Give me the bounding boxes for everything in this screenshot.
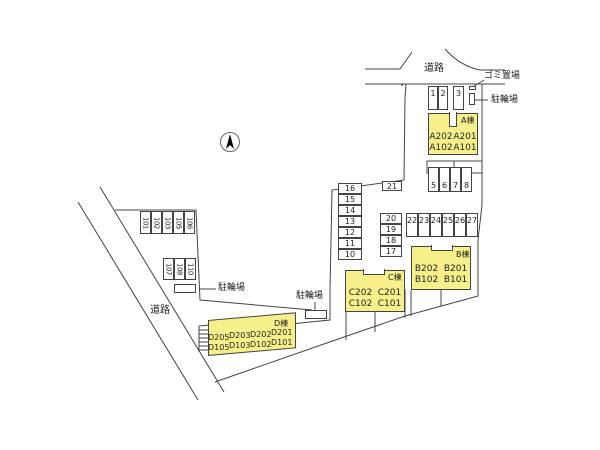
parking-space-6: 6	[439, 167, 450, 192]
building-c-name: C棟	[388, 273, 402, 282]
parking-space-26: 26	[454, 213, 466, 237]
parking-space-3: 3	[453, 86, 464, 110]
building-b-name: B棟	[456, 250, 470, 259]
bike-parking-center	[305, 310, 327, 319]
parking-space-15: 15	[338, 194, 362, 205]
parking-space-110: 110	[185, 258, 196, 280]
parking-space-106: 106	[184, 211, 195, 234]
parking-space-14: 14	[338, 205, 362, 216]
parking-space-105: 105	[173, 211, 184, 234]
bike-parking-top	[469, 93, 475, 105]
parking-space-19: 19	[380, 224, 402, 235]
building-c-notch	[363, 269, 385, 275]
parking-space-5: 5	[428, 167, 439, 192]
parking-space-21: 21	[382, 181, 402, 191]
parking-space-12: 12	[338, 227, 362, 238]
parking-space-103: 103	[162, 211, 173, 234]
building-b-notch	[431, 245, 453, 251]
north-arrow-icon	[220, 132, 240, 152]
parking-space-13: 13	[338, 216, 362, 227]
parking-space-102: 102	[151, 211, 162, 234]
parking-space-23: 23	[418, 213, 430, 237]
bike-parking-left	[174, 284, 196, 293]
road-label-top: 道路	[424, 63, 444, 74]
parking-space-24: 24	[430, 213, 442, 237]
parking-space-8: 8	[461, 167, 472, 192]
road-label-left: 道路	[150, 305, 170, 316]
building-a-notch	[449, 112, 457, 127]
parking-space-1: 1	[428, 86, 438, 110]
parking-space-107: 107	[163, 258, 174, 280]
parking-space-108: 108	[174, 258, 185, 280]
parking-space-101: 101	[140, 211, 151, 234]
parking-space-11: 11	[338, 238, 362, 249]
bike-parking-label-center: 駐輪場	[296, 291, 324, 301]
parking-space-2: 2	[438, 86, 448, 110]
parking-space-27: 27	[466, 213, 478, 237]
building-a-name: A棟	[461, 116, 475, 125]
parking-space-25: 25	[442, 213, 454, 237]
parking-space-7: 7	[450, 167, 461, 192]
parking-space-18: 18	[380, 235, 402, 246]
parking-space-22: 22	[406, 213, 418, 237]
parking-space-10: 10	[338, 249, 362, 260]
parking-space-16: 16	[338, 183, 362, 194]
bike-parking-label-top: 駐輪場	[491, 95, 519, 105]
garbage-area	[469, 86, 476, 90]
building-d-name: D棟	[274, 319, 289, 328]
garbage-label: ゴミ置場	[484, 71, 521, 81]
bike-parking-label-left: 駐輪場	[218, 283, 246, 293]
parking-space-20: 20	[380, 213, 402, 224]
parking-space-17: 17	[380, 246, 402, 257]
